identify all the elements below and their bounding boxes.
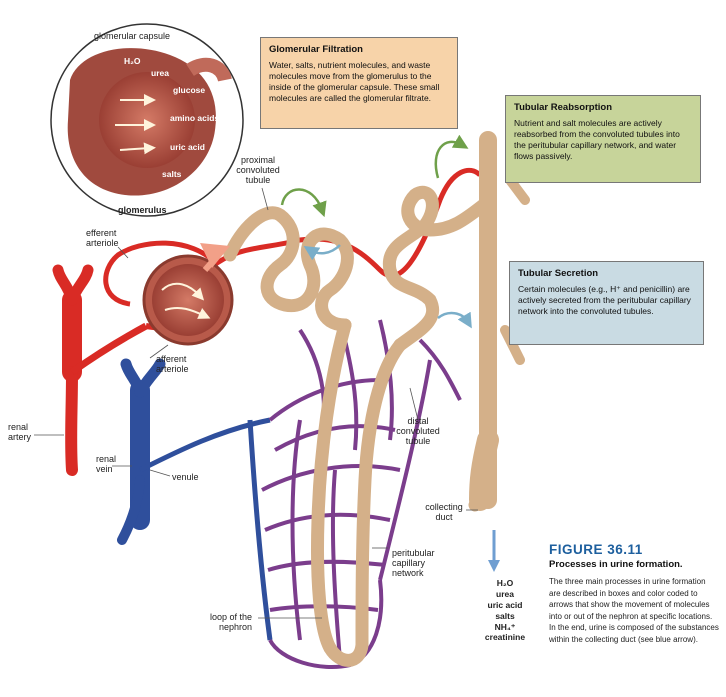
glomerulus-main xyxy=(142,254,234,346)
leader-lines xyxy=(34,187,478,619)
venule-label: venule xyxy=(172,472,199,482)
figure-title: Processes in urine formation. xyxy=(549,559,683,570)
filtration-arrow-head xyxy=(200,243,230,268)
reabsorption-arrow-proximal xyxy=(280,188,327,218)
secretion-arrow-proximal xyxy=(303,244,341,261)
glomerular-filtration-box: Glomerular Filtration Water, salts, nutr… xyxy=(260,37,458,129)
inset-uric-acid-label: uric acid xyxy=(170,142,205,152)
urine-arrow-head xyxy=(488,560,500,572)
renal-vein xyxy=(117,358,273,641)
glomerular-capsule-label: glomerular capsule xyxy=(94,31,170,41)
glomerular-filtration-title: Glomerular Filtration xyxy=(269,44,363,55)
urine-item: NH₄⁺ xyxy=(494,621,516,632)
urine-item: urea xyxy=(496,588,514,599)
figure-body: The three main processes in urine format… xyxy=(549,577,719,644)
urine-item: salts xyxy=(495,610,515,621)
glomerular-capsule-inset: H₂O urea glucose amino acids uric acid s… xyxy=(50,23,244,217)
urine-item: H₂O xyxy=(496,578,514,588)
collecting-duct xyxy=(469,131,530,511)
tubular-secretion-box: Tubular Secretion Certain molecules (e.g… xyxy=(509,261,704,345)
inset-glucose-label: glucose xyxy=(173,85,205,95)
tubular-reabsorption-text: Nutrient and salt molecules are actively… xyxy=(514,118,680,162)
urine-components-list: H₂O urea uric acid salts NH₄⁺ creatinine xyxy=(470,578,540,643)
urine-item: creatinine xyxy=(484,632,526,643)
tubular-reabsorption-box: Tubular Reabsorption Nutrient and salt m… xyxy=(505,95,701,183)
secretion-arrow-distal xyxy=(437,311,472,329)
reabsorption-arrow-distal xyxy=(434,134,469,179)
inset-h2o-label: H₂O xyxy=(124,56,141,66)
inset-salts-label: salts xyxy=(162,169,182,179)
renal-artery xyxy=(52,264,148,476)
tubular-secretion-title: Tubular Secretion xyxy=(518,268,599,279)
tubular-secretion-text: Certain molecules (e.g., H⁺ and penicill… xyxy=(518,284,691,317)
urine-item: uric acid xyxy=(487,599,523,610)
inset-urea-label: urea xyxy=(151,68,169,78)
inset-amino-acids-label: amino acids xyxy=(170,113,219,123)
figure-caption: FIGURE 36.11 Processes in urine formatio… xyxy=(549,542,719,646)
tubular-reabsorption-title: Tubular Reabsorption xyxy=(514,102,612,113)
glomerular-filtration-text: Water, salts, nutrient molecules, and wa… xyxy=(269,60,440,104)
glomerulus-label: glomerulus xyxy=(118,205,167,215)
figure-number: FIGURE 36.11 xyxy=(549,542,643,557)
